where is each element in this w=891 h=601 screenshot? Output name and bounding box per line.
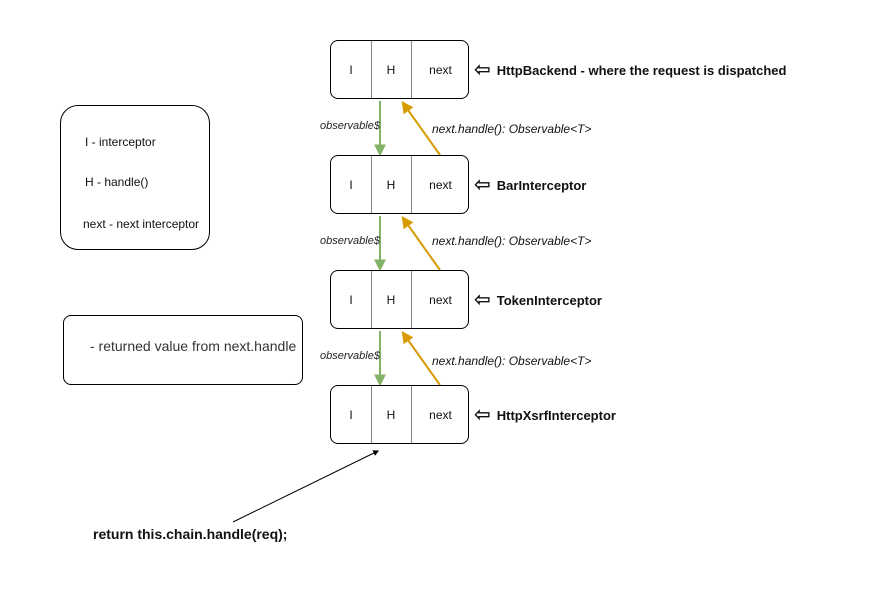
entry-arrow	[232, 450, 380, 523]
node-label-text: TokenInterceptor	[496, 292, 602, 308]
hollow-left-arrow-icon: ⇦	[474, 289, 491, 311]
up-arrow-1	[401, 101, 441, 156]
node-label-text: BarInterceptor	[496, 177, 587, 193]
node-cell-handle: H	[371, 386, 412, 443]
node-label-bar-interceptor: ⇦ BarInterceptor	[474, 175, 586, 195]
up-arrow-3	[401, 331, 441, 386]
node-cell-interceptor: I	[331, 271, 372, 328]
node-cell-next: next	[429, 407, 452, 422]
node-cell-handle: H	[371, 156, 412, 213]
legend-key-interceptor: I - interceptor	[85, 135, 156, 149]
node-label-token-interceptor: ⇦ TokenInterceptor	[474, 290, 602, 310]
next-handle-label-2: next.handle(): Observable<T>	[432, 234, 592, 248]
node-cell-interceptor: I	[331, 156, 372, 213]
hollow-left-arrow-icon: ⇦	[474, 404, 491, 426]
node-http-xsrf-interceptor: I H next	[330, 385, 469, 444]
node-cell-next: next	[429, 292, 452, 307]
observable-label-1: observable$	[320, 120, 380, 132]
hollow-left-arrow-icon: ⇦	[474, 174, 491, 196]
up-arrow-2	[401, 216, 441, 271]
node-label-http-xsrf-interceptor: ⇦ HttpXsrfInterceptor	[474, 405, 616, 425]
node-token-interceptor: I H next	[330, 270, 469, 329]
node-label-text: HttpXsrfInterceptor	[496, 407, 616, 423]
entry-text: return this.chain.handle(req);	[93, 526, 288, 542]
legend-arrow-box: - returned value from next.handle	[63, 315, 303, 385]
legend-keys: I - interceptor H - handle() next - next…	[60, 105, 210, 250]
node-label-text: HttpBackend - where the request is dispa…	[496, 62, 787, 78]
node-cell-next: next	[429, 177, 452, 192]
legend-arrow-text: - returned value from next.handle	[90, 338, 297, 354]
hollow-left-arrow-icon: ⇦	[474, 59, 491, 81]
node-bar-interceptor: I H next	[330, 155, 469, 214]
node-cell-next: next	[429, 62, 452, 77]
legend-key-next: next - next interceptor	[83, 217, 200, 231]
node-cell-interceptor: I	[331, 41, 372, 98]
legend-key-handle: H - handle()	[85, 175, 149, 189]
observable-label-3: observable$	[320, 350, 380, 362]
node-cell-interceptor: I	[331, 386, 372, 443]
node-http-backend: I H next	[330, 40, 469, 99]
next-handle-label-3: next.handle(): Observable<T>	[432, 354, 592, 368]
next-handle-label-1: next.handle(): Observable<T>	[432, 122, 592, 136]
node-cell-handle: H	[371, 271, 412, 328]
node-cell-handle: H	[371, 41, 412, 98]
observable-label-2: observable$	[320, 235, 380, 247]
node-label-http-backend: ⇦ HttpBackend - where the request is dis…	[474, 60, 786, 80]
